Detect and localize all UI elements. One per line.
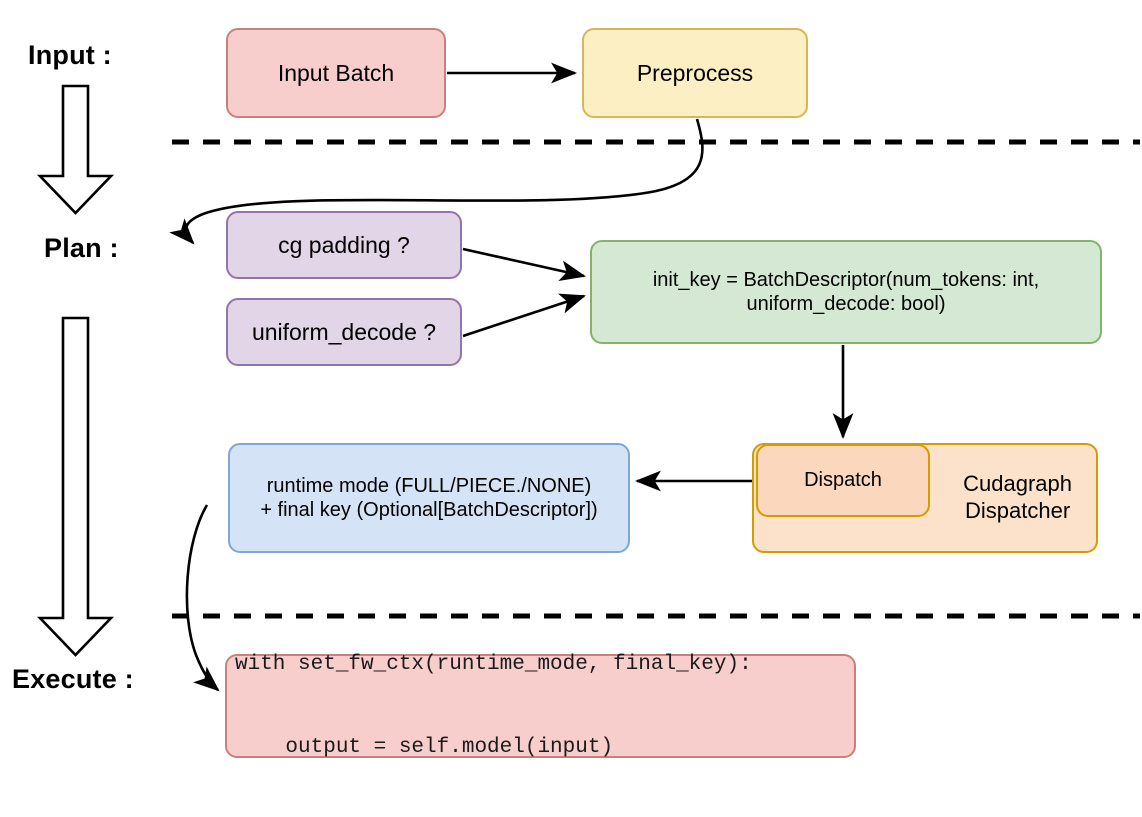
node-cudagraph-dispatcher-line1: Cudagraph — [963, 471, 1072, 497]
node-preprocess[interactable]: Preprocess — [582, 28, 808, 118]
node-cg-padding-label: cg padding ? — [278, 231, 410, 258]
stage-label-input: Input : — [28, 40, 112, 70]
edge-runtime-mode-to-code — [185, 504, 220, 692]
diagram-canvas: Input : Plan : Execute : — [12, 28, 1140, 759]
node-cudagraph-dispatcher-line2: Dispatcher — [964, 498, 1071, 523]
node-code-block[interactable]: with set_fw_ctx(runtime_mode, final_key)… — [225, 653, 856, 759]
node-dispatch-label: Dispatch — [804, 469, 882, 492]
node-code-block-line2: output = self.model(input) — [235, 735, 614, 759]
node-cg-padding[interactable]: cg padding ? — [226, 211, 462, 279]
node-input-batch-label: Input Batch — [277, 59, 395, 86]
stage-label-execute: Execute : — [12, 664, 134, 694]
node-runtime-mode-line1: runtime mode (FULL/PIECE./NONE) — [266, 474, 592, 497]
stage-label-plan: Plan : — [44, 233, 119, 263]
node-preprocess-label: Preprocess — [636, 59, 754, 86]
node-cudagraph-dispatcher-text: Cudagraph Dispatcher — [963, 471, 1072, 525]
node-init-key-text: init_key = BatchDescriptor(num_tokens: i… — [653, 268, 1039, 317]
flow-arrow-plan-to-execute — [36, 316, 115, 657]
node-runtime-mode-line2: + final key (Optional[BatchDescriptor]) — [260, 499, 598, 521]
node-runtime-mode-text: runtime mode (FULL/PIECE./NONE) + final … — [260, 474, 597, 523]
node-init-key[interactable]: init_key = BatchDescriptor(num_tokens: i… — [590, 240, 1102, 344]
node-code-block-text: with set_fw_ctx(runtime_mode, final_key)… — [235, 595, 752, 817]
flow-arrow-input-to-plan — [36, 84, 115, 215]
node-input-batch[interactable]: Input Batch — [226, 28, 446, 118]
edge-uniform-decode-to-init-key — [462, 293, 586, 338]
node-init-key-line1: init_key = BatchDescriptor(num_tokens: i… — [652, 268, 1040, 291]
node-init-key-line2: uniform_decode: bool) — [746, 293, 946, 315]
node-uniform-decode[interactable]: uniform_decode ? — [226, 298, 462, 366]
node-runtime-mode[interactable]: runtime mode (FULL/PIECE./NONE) + final … — [228, 443, 630, 553]
node-uniform-decode-label: uniform_decode ? — [251, 318, 437, 345]
node-dispatch[interactable]: Dispatch — [756, 444, 930, 517]
edge-cg-padding-to-init-key — [462, 247, 587, 281]
node-code-block-line1: with set_fw_ctx(runtime_mode, final_key)… — [235, 652, 752, 676]
